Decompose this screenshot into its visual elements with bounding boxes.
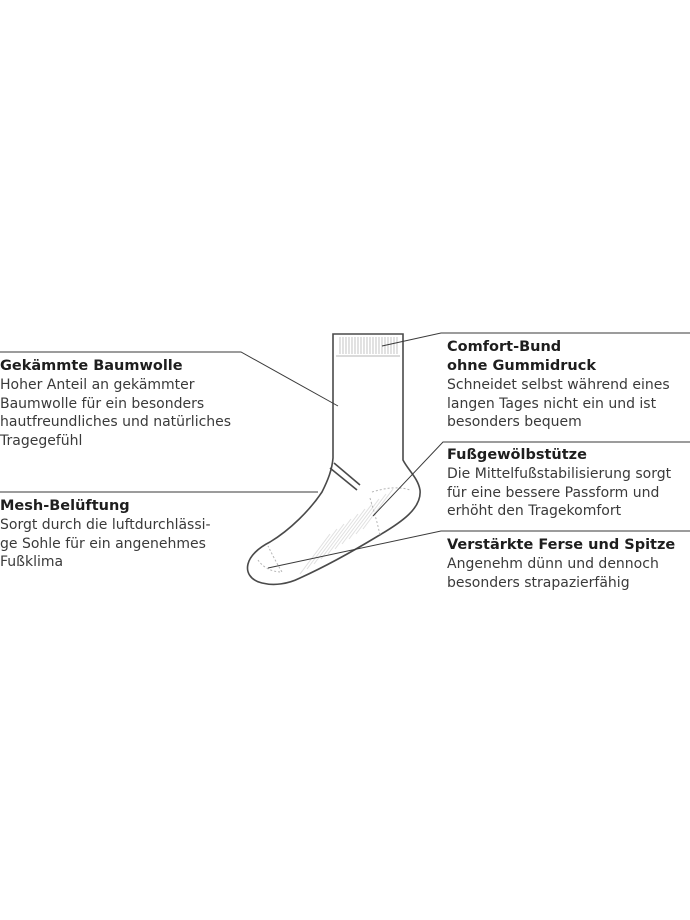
title-line: Comfort-Bund xyxy=(447,339,562,355)
callout-fussgewoelbe-title: Fußgewölbstütze xyxy=(447,446,671,465)
mesh-line xyxy=(299,533,331,575)
arch-stripe-2 xyxy=(333,462,361,486)
body-line: langen Tages nicht ein und ist xyxy=(447,395,657,412)
mesh-line xyxy=(320,518,352,560)
callout-mesh-title: Mesh-Belüftung xyxy=(0,497,211,516)
body-line: Angenehm dünn und dennoch xyxy=(447,556,659,572)
mesh-line xyxy=(341,503,373,545)
callout-mesh-body: Sorgt durch die luftdurchlässi- ge Sohle… xyxy=(0,516,211,572)
body-line: Sorgt durch die luftdurchlässi- xyxy=(0,517,211,533)
leader-bund xyxy=(381,332,690,347)
callout-bund-body: Schneidet selbst während eines langen Ta… xyxy=(447,376,670,432)
sock-outline xyxy=(246,333,421,586)
body-line: für eine bessere Passform und xyxy=(447,484,660,501)
arch-stripe xyxy=(329,467,358,491)
mesh-line xyxy=(348,498,380,540)
leader-ferse xyxy=(267,530,690,569)
body-line: Hoher Anteil an gekämmter xyxy=(0,377,195,393)
callout-mesh: Mesh-Belüftung Sorgt durch die luftdurch… xyxy=(0,497,211,572)
body-line: hautfreundliches und natürliches xyxy=(0,414,232,431)
title-line: ohne Gummidruck xyxy=(447,358,596,374)
body-line: erhöht den Tragekomfort xyxy=(447,503,622,520)
cuff-ribbing xyxy=(339,337,398,354)
leader-fussgewoelbe xyxy=(372,441,690,517)
body-line: ge Sohle für ein angenehmes xyxy=(0,535,206,552)
body-line: besonders strapazierfähig xyxy=(447,574,630,591)
callout-baumwolle-title: Gekämmte Baumwolle xyxy=(0,357,231,376)
callout-ferse-body: Angenehm dünn und dennoch besonders stra… xyxy=(447,555,675,592)
title-line: Mesh-Belüftung xyxy=(0,498,130,514)
title-line: Fußgewölbstütze xyxy=(447,447,587,463)
callout-fussgewoelbe: Fußgewölbstütze Die Mittelfußstabilisier… xyxy=(447,446,671,521)
toe-reinforcement xyxy=(257,545,283,573)
callout-fussgewoelbe-body: Die Mittelfußstabilisierung sorgt für ei… xyxy=(447,465,671,521)
body-line: besonders bequem xyxy=(447,414,582,431)
callout-baumwolle-body: Hoher Anteil an gekämmter Baumwolle für … xyxy=(0,376,231,450)
mesh-line xyxy=(362,488,394,530)
callout-ferse-title: Verstärkte Ferse und Spitze xyxy=(447,536,675,555)
body-line: Tragegefühl xyxy=(0,432,83,449)
leader-lines xyxy=(0,332,690,569)
callout-bund-title: Comfort-Bund ohne Gummidruck xyxy=(447,338,670,376)
body-line: Baumwolle für ein besonders xyxy=(0,395,205,412)
callout-ferse: Verstärkte Ferse und Spitze Angenehm dün… xyxy=(447,536,675,592)
title-line: Gekämmte Baumwolle xyxy=(0,358,183,374)
heel-reinforcement-2 xyxy=(369,497,381,537)
mesh-line xyxy=(334,508,366,550)
mesh-line xyxy=(327,513,359,555)
title-line: Verstärkte Ferse und Spitze xyxy=(447,537,676,553)
body-line: Fußklima xyxy=(0,554,64,571)
mesh-line xyxy=(306,528,338,570)
body-line: Die Mittelfußstabilisierung sorgt xyxy=(447,466,672,482)
callout-bund: Comfort-Bund ohne Gummidruck Schneidet s… xyxy=(447,338,670,432)
leader-baumwolle xyxy=(0,351,339,407)
mesh-line xyxy=(355,493,387,535)
body-line: Schneidet selbst während eines xyxy=(447,377,670,393)
sock-illustration xyxy=(246,333,421,586)
callout-baumwolle: Gekämmte Baumwolle Hoher Anteil an gekäm… xyxy=(0,357,231,450)
